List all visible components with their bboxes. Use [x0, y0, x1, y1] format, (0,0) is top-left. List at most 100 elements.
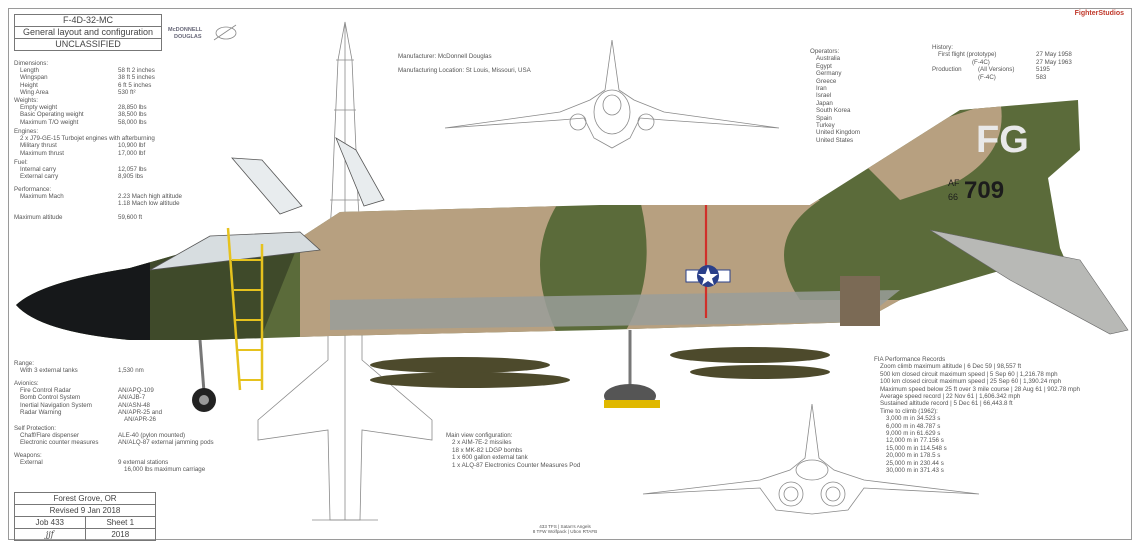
fia-row: 12,000 m in 77.156 s	[886, 437, 944, 445]
operators-heading: Operators:	[810, 48, 840, 55]
fuel-heading: Fuel:	[14, 159, 28, 166]
revised-date: Revised 9 Jan 2018	[49, 506, 121, 515]
nose-cone	[16, 260, 150, 340]
unit-line: 433 TFS | Satan's Angels	[539, 524, 591, 529]
unit-footer: 433 TFS | Satan's Angels 8 TFW Wolfpack …	[520, 524, 610, 535]
fia-row: Zoom climb maximum altitude | 6 Dec 59 |…	[880, 363, 1022, 371]
avionics-heading: Avionics:	[14, 380, 39, 387]
fia-row: Average speed record | 22 Nov 61 | 1,606…	[880, 393, 1021, 401]
spec-row: 1.18 Mach low altitude	[118, 200, 180, 208]
landing-gear	[192, 330, 660, 412]
brand-label: FighterStudios	[1074, 10, 1124, 17]
spec-row: AN/APR-26	[124, 415, 156, 423]
front-view-drawing	[444, 39, 780, 149]
range-heading: Range:	[14, 360, 34, 367]
designation: F-4D-32-MC	[15, 15, 161, 27]
self-protection-heading: Self Protection:	[14, 425, 56, 432]
engines-heading: Engines:	[14, 128, 39, 135]
operator-item: Israel	[816, 92, 832, 100]
logo-text-2: DOUGLAS	[174, 34, 202, 40]
fia-heading: FIA Performance Records	[874, 356, 946, 363]
tail-code: FG	[976, 119, 1029, 161]
spec-row: 16,000 lbs maximum carriage	[124, 466, 206, 474]
config-row: 1 x 600 gallon external tank	[452, 454, 528, 462]
camo-tan-patch	[850, 100, 1002, 200]
title-box: F-4D-32-MC General layout and configurat…	[14, 14, 162, 51]
operator-item: Egypt	[816, 62, 832, 70]
operator-item: Spain	[816, 114, 832, 122]
canopy	[149, 231, 321, 271]
serial-number: 709	[964, 177, 1004, 204]
national-insignia	[685, 265, 731, 287]
history-heading: History:	[932, 44, 953, 51]
operator-item: Iran	[816, 85, 827, 93]
performance-heading: Performance:	[14, 186, 52, 193]
fia-row: 3,000 m in 34.523 s	[886, 415, 941, 423]
manufacturer-line: Manufacturer: McDonnell Douglas	[398, 53, 492, 60]
fia-row: 30,000 m in 371.43 s	[886, 467, 944, 475]
operator-item: United States	[816, 136, 854, 144]
fia-row: 20,000 m in 178.5 s	[886, 452, 941, 460]
drawing-sheet-border	[8, 8, 1132, 540]
fia-row: Maximum speed below 25 ft over 3 mile co…	[880, 385, 1080, 393]
open-canopy-front	[231, 157, 303, 215]
fia-row: 100 km closed circuit maximum speed | 25…	[880, 378, 1062, 386]
configuration-heading: Main view configuration:	[446, 432, 513, 439]
weapons-heading: Weapons:	[14, 452, 42, 459]
config-row: 2 x AIM-7E-2 missiles	[452, 439, 512, 447]
stabilator	[929, 229, 1129, 335]
history-block: History: First flight (prototype)27 May …	[932, 44, 1072, 81]
logo-text-1: McDONNELL	[168, 27, 203, 33]
fia-row: 25,000 m in 230.44 s	[886, 459, 944, 467]
boarding-ladder	[226, 227, 264, 391]
weights-heading: Weights:	[14, 97, 38, 104]
operator-item: Japan	[816, 99, 833, 107]
fia-row: 9,000 m in 61.629 s	[886, 430, 941, 438]
logo-mark-icon	[213, 24, 237, 41]
operator-item: Greece	[816, 77, 837, 85]
wing-line: 8 TFW Wolfpack | Ubon RTAFB	[532, 529, 598, 535]
serial-prefix-af: AF	[948, 178, 960, 188]
fia-row: Time to climb (1962):	[880, 407, 938, 415]
engines-desc: 2 x J79-GE-15 Turbojet engines with afte…	[20, 135, 155, 143]
classification: UNCLASSIFIED	[55, 39, 121, 49]
engine-exhaust	[840, 276, 880, 326]
fia-row: 15,000 m in 114.548 s	[886, 444, 947, 452]
operator-item: South Korea	[816, 107, 851, 115]
subtitle: General layout and configuration	[15, 27, 161, 39]
sheet-number: Sheet 1	[84, 517, 156, 528]
config-row: 1 x ALQ-87 Electronics Counter Measures …	[452, 461, 581, 469]
year: 2018	[84, 529, 156, 540]
manufacturer-logo: McDONNELL DOUGLAS	[166, 22, 238, 44]
configuration-block: Main view configuration: 2 x AIM-7E-2 mi…	[446, 432, 580, 469]
dimensions-heading: Dimensions:	[14, 60, 49, 67]
